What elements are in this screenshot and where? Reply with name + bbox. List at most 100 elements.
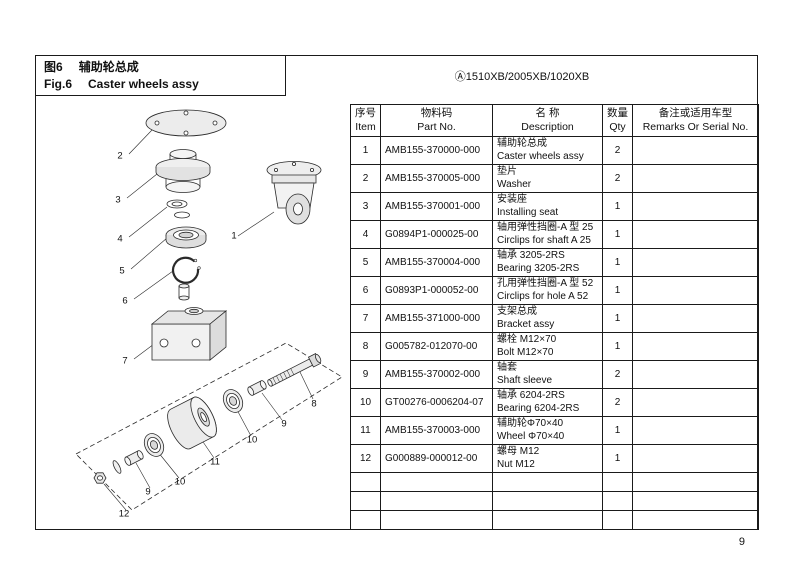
remarks-cell [632, 472, 759, 492]
empty-table-row [350, 491, 759, 511]
description-cell [492, 510, 603, 530]
item-cell: 2 [350, 164, 381, 193]
col-description: 名 称 Description [492, 104, 603, 137]
qty-cell: 1 [602, 304, 633, 333]
shaft-sleeve-right-shape [247, 380, 267, 396]
callout-7: 7 [122, 355, 128, 367]
description-cell [492, 491, 603, 511]
part-no-cell [380, 510, 493, 530]
remarks-cell [632, 444, 759, 473]
ground-plane [75, 342, 343, 511]
parts-table: 序号 Item 物料码 Part No. 名 称 Description 数 [350, 104, 759, 530]
callout-10-right: 10 [246, 434, 258, 446]
figure-number-en: Fig.6 [44, 77, 73, 92]
remarks-cell [632, 332, 759, 361]
col-qty: 数量 Qty [602, 104, 633, 137]
figure-title-en: Fig.6 Caster wheels assy [44, 76, 277, 93]
page-number: 9 [738, 536, 745, 548]
part-no-cell: G005782-012070-00 [380, 332, 493, 361]
bearing-3205-shape [165, 226, 207, 249]
qty-cell: 1 [602, 276, 633, 305]
qty-cell: 2 [602, 136, 633, 165]
item-cell: 5 [350, 248, 381, 277]
item-cell: 12 [350, 444, 381, 473]
remarks-cell [632, 388, 759, 417]
figure-title-cn: 图6 辅助轮总成 [44, 59, 277, 76]
callout-6: 6 [122, 295, 128, 307]
remarks-cell [632, 510, 759, 530]
part-no-cell: AMB155-370004-000 [380, 248, 493, 277]
item-cell [350, 510, 381, 530]
empty-table-row [350, 510, 759, 530]
item-cell [350, 472, 381, 492]
model-code: Ⓐ1510XB/2005XB/1020XB [454, 71, 590, 83]
nut-shape [93, 472, 107, 484]
qty-cell [602, 491, 633, 511]
part-no-cell: AMB155-370001-000 [380, 192, 493, 221]
item-cell: 1 [350, 136, 381, 165]
wheel-shape [167, 396, 217, 450]
callout-8: 8 [311, 398, 317, 410]
qty-cell: 1 [602, 444, 633, 473]
callout-5: 5 [119, 265, 125, 277]
assembled-caster-shape [266, 161, 322, 225]
part-no-cell: GT00276-0006204-07 [380, 388, 493, 417]
qty-cell: 1 [602, 248, 633, 277]
remarks-cell [632, 164, 759, 193]
item-cell: 3 [350, 192, 381, 221]
circlip-shape [171, 256, 201, 284]
qty-cell [602, 472, 633, 492]
item-cell: 9 [350, 360, 381, 389]
qty-cell: 2 [602, 360, 633, 389]
remarks-cell [632, 220, 759, 249]
callout-12: 12 [118, 508, 130, 520]
shaft-sleeve-left-shape [124, 450, 144, 466]
item-cell: 8 [350, 332, 381, 361]
washer-rings-shape [166, 199, 190, 219]
item-cell: 4 [350, 220, 381, 249]
item-cell [350, 491, 381, 511]
installing-seat-shape [155, 149, 211, 193]
exploded-view-drawing [75, 109, 343, 511]
cover-plate-shape [145, 109, 227, 137]
page-frame: 图6 辅助轮总成 Fig.6 Caster wheels assy Ⓐ1510X… [35, 55, 759, 530]
part-no-cell [380, 491, 493, 511]
col-remarks: 备注或适用车型 Remarks Or Serial No. [632, 104, 759, 137]
part-no-cell: G000889-000012-00 [380, 444, 493, 473]
bearing-6204-right-shape [222, 389, 244, 413]
part-no-cell: AMB155-370002-000 [380, 360, 493, 389]
stud-shape [178, 283, 190, 301]
callout-11: 11 [210, 456, 220, 468]
callout-3: 3 [115, 194, 121, 206]
qty-cell: 1 [602, 192, 633, 221]
col-part-no: 物料码 Part No. [380, 104, 493, 137]
callout-9-left: 9 [145, 486, 151, 498]
part-no-cell: G0893P1-000052-00 [380, 276, 493, 305]
qty-cell: 1 [602, 220, 633, 249]
remarks-cell [632, 192, 759, 221]
col-item: 序号 Item [350, 104, 381, 137]
parts-table-wrap: 序号 Item 物料码 Part No. 名 称 Description 数 [350, 104, 759, 530]
description-cell [492, 472, 603, 492]
figure-number-cn: 图6 [44, 60, 63, 74]
callout-10-left: 10 [174, 476, 186, 488]
part-no-cell: G0894P1-000025-00 [380, 220, 493, 249]
part-no-cell [380, 472, 493, 492]
parts-table-header: 序号 Item 物料码 Part No. 名 称 Description 数 [350, 104, 759, 137]
remarks-cell [632, 136, 759, 165]
